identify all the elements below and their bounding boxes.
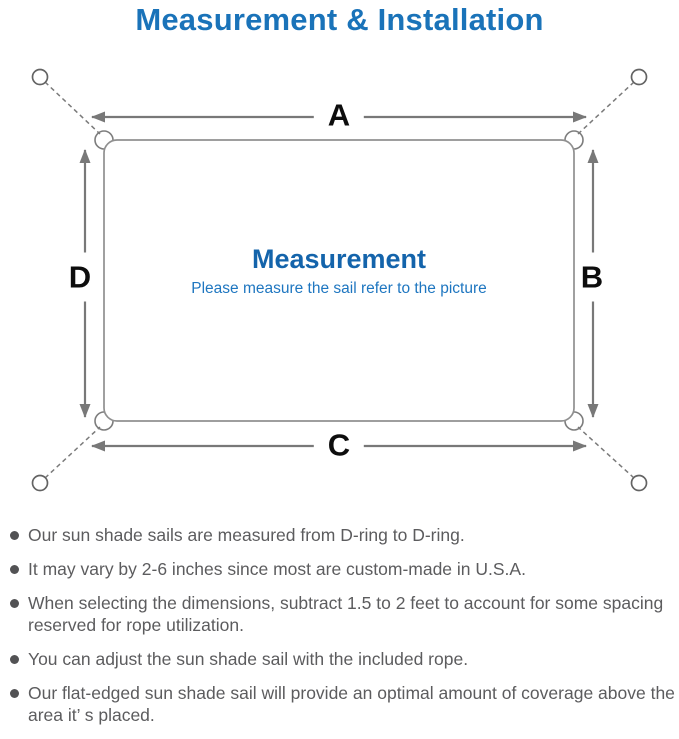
dimension-label-c: C [313,427,365,463]
anchor-ring-icon-top-right [630,68,648,86]
anchor-ring-icon-bottom-right [630,474,648,492]
note-text: You can adjust the sun shade sail with t… [28,649,469,669]
bullet-icon [10,689,19,698]
anchor-ring-icon-bottom-left [31,474,49,492]
list-item: It may vary by 2-6 inches since most are… [10,558,675,580]
diagram-caption-subtitle: Please measure the sail refer to the pic… [191,280,487,297]
rope-dashed-line-bottom-left [44,426,101,479]
anchor-ring-icon-top-left [31,68,49,86]
rope-dashed-line-top-right [577,81,635,135]
bullet-icon [10,599,19,608]
list-item: Our sun shade sails are measured from D-… [10,524,675,546]
dimension-label-b: B [576,252,608,302]
notes-list: Our sun shade sails are measured from D-… [10,524,675,738]
sail-rectangle [103,139,575,422]
note-text: It may vary by 2-6 inches since most are… [28,559,526,579]
bullet-icon [10,531,19,540]
list-item: Our flat-edged sun shade sail will provi… [10,682,675,726]
diagram-caption: Measurement Please measure the sail refe… [191,244,487,298]
page-title: Measurement & Installation [135,2,544,37]
note-text: Our sun shade sails are measured from D-… [28,525,465,545]
note-text: When selecting the dimensions, subtract … [28,593,664,635]
list-item: When selecting the dimensions, subtract … [10,592,675,636]
bullet-icon [10,655,19,664]
rope-dashed-line-bottom-right [577,426,635,479]
dimension-label-d: D [64,252,96,302]
list-item: You can adjust the sun shade sail with t… [10,648,675,670]
dimension-label-a: A [313,97,365,133]
note-text: Our flat-edged sun shade sail will provi… [28,683,675,725]
rope-dashed-line-top-left [44,81,101,135]
bullet-icon [10,565,19,574]
diagram-caption-title: Measurement [251,244,427,274]
